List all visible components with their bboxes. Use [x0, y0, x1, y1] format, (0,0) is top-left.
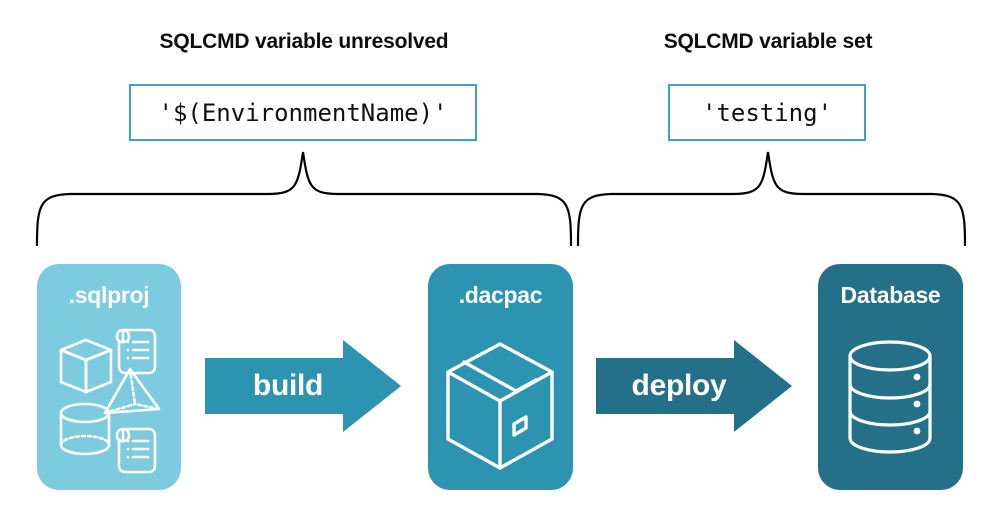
- arrow-build-label: build: [252, 369, 324, 402]
- stage-label-database: Database: [840, 282, 941, 308]
- heading-sqlcmd-variable-unresolved: SQLCMD variable unresolved: [159, 30, 449, 53]
- brace-left-icon: [35, 151, 573, 247]
- arrow-build-icon: [205, 340, 401, 432]
- brace-right-icon: [576, 151, 967, 247]
- pyramid-icon: [103, 367, 161, 415]
- scroll-top-icon: [115, 328, 157, 375]
- stage-label-sqlproj: .sqlproj: [68, 282, 150, 308]
- arrow-deploy-icon: [596, 340, 792, 432]
- stage-box-dacpac: .dacpac: [428, 264, 573, 490]
- code-box-environment-name: '$(EnvironmentName)': [129, 84, 477, 141]
- cylinder-icon: [59, 402, 111, 456]
- cube-icon: [59, 338, 113, 394]
- code-box-testing: 'testing': [668, 84, 866, 141]
- scroll-bottom-icon: [115, 427, 157, 474]
- sqlproj-objects-icon: [59, 328, 161, 474]
- arrow-deploy: deploy: [596, 340, 792, 432]
- stage-box-sqlproj: .sqlproj: [37, 264, 181, 490]
- database-cylinder-icon: [848, 340, 932, 454]
- arrow-deploy-label: deploy: [631, 369, 727, 402]
- stage-box-database: Database: [818, 264, 963, 490]
- heading-sqlcmd-variable-set: SQLCMD variable set: [663, 30, 873, 53]
- package-box-icon: [446, 342, 554, 470]
- arrow-build: build: [205, 340, 401, 432]
- stage-label-dacpac: .dacpac: [458, 282, 543, 308]
